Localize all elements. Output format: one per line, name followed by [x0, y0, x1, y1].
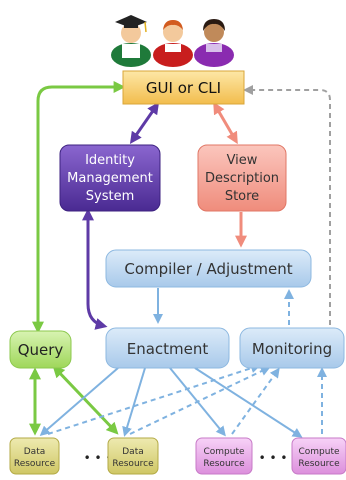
node-compute1-line-2: Resource [203, 459, 245, 469]
edge-gui-view [213, 101, 238, 145]
node-compute2-line-1: Compute [298, 447, 340, 457]
edge-enact-data2 [122, 367, 146, 437]
edge-monitoring-gui [243, 85, 331, 325]
node-identity-line-3: System [86, 189, 134, 204]
node-data1-line-1: Data [24, 447, 46, 457]
edge-gui-query [32, 81, 126, 334]
node-data2-line-1: Data [122, 447, 144, 457]
node-monitoring[interactable]: Monitoring [239, 327, 345, 369]
edges [29, 81, 331, 438]
graduate-user-icon [111, 15, 151, 67]
compute-resources-ellipsis: • • • [259, 451, 288, 465]
node-query[interactable]: Query [9, 330, 72, 369]
node-compiler-adjustment[interactable]: Compiler / Adjustment [105, 249, 312, 288]
node-view-line-3: Store [225, 189, 259, 204]
purple-shirt-user-icon [194, 19, 234, 67]
node-gui-label: GUI or CLI [146, 79, 221, 97]
node-data2-line-2: Resource [112, 459, 154, 469]
node-query-label: Query [18, 341, 64, 359]
node-compute-resource-1[interactable]: Compute Resource [195, 437, 253, 475]
node-view-line-1: View [227, 153, 258, 168]
red-shirt-user-icon [153, 20, 193, 67]
edge-data2-monitoring [129, 366, 271, 435]
edge-query-data2 [52, 365, 119, 435]
edge-data1-monitoring [47, 363, 261, 435]
edge-enact-compute2 [194, 367, 303, 438]
edge-identity-enactment [82, 208, 108, 330]
node-identity-line-2: Management [67, 171, 153, 186]
node-data1-line-2: Resource [14, 459, 56, 469]
node-monitoring-label: Monitoring [252, 340, 332, 358]
node-gui[interactable]: GUI or CLI [122, 70, 245, 105]
node-compute-resource-2[interactable]: Compute Resource [291, 437, 346, 475]
edge-compute1-monitoring [231, 367, 280, 435]
edge-enact-data1 [39, 367, 119, 436]
node-enactment-label: Enactment [127, 340, 209, 358]
node-data-resource-1[interactable]: Data Resource [9, 437, 60, 475]
node-compute1-line-1: Compute [203, 447, 245, 457]
node-data-resource-2[interactable]: Data Resource [107, 437, 159, 475]
node-compute2-line-2: Resource [298, 459, 340, 469]
node-compiler-label: Compiler / Adjustment [124, 260, 292, 278]
node-enactment[interactable]: Enactment [105, 327, 230, 369]
node-identity-management[interactable]: Identity Management System [59, 144, 161, 212]
node-identity-line-1: Identity [85, 153, 135, 168]
node-view-description-store[interactable]: View Description Store [197, 144, 287, 212]
edge-gui-identity [129, 102, 160, 144]
data-resources-ellipsis: • • • [84, 451, 113, 465]
node-view-line-2: Description [205, 171, 279, 186]
